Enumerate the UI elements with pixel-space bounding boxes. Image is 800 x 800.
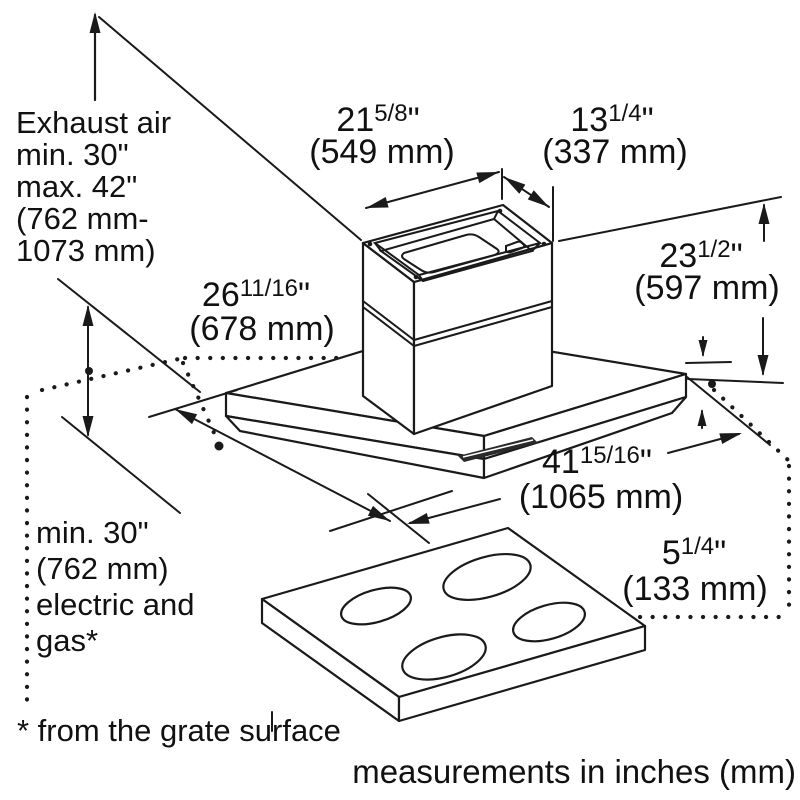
dimension-dot bbox=[85, 367, 93, 375]
dimension-duct-width bbox=[365, 168, 503, 209]
cooktop-right-face bbox=[397, 624, 647, 723]
svg-text:(1065 mm): (1065 mm) bbox=[519, 478, 683, 516]
dimension-hood-height bbox=[558, 196, 784, 429]
exhaust-air-label: Exhaust air min. 30" max. 42" (762 mm- 1… bbox=[16, 105, 171, 268]
dim-duct-depth-label: 131/4" (337 mm) bbox=[542, 100, 687, 171]
dim-hood-height-label: 231/2" (597 mm) bbox=[634, 236, 779, 307]
svg-text:Exhaust air: Exhaust air bbox=[16, 105, 171, 140]
svg-text:(337 mm): (337 mm) bbox=[542, 133, 687, 171]
arrow-icon bbox=[175, 409, 198, 425]
arrow-down-icon bbox=[82, 416, 94, 437]
screw-dot bbox=[541, 241, 547, 247]
dim-canopy-depth-label: 2611/16" (678 mm) bbox=[189, 275, 334, 348]
dimension-dot bbox=[708, 380, 716, 388]
extension-line bbox=[558, 196, 782, 242]
svg-text:4115/16": 4115/16" bbox=[542, 442, 652, 481]
footnote: * from the grate surface bbox=[17, 713, 341, 748]
arrow-icon bbox=[407, 513, 430, 524]
duct-vent-opening bbox=[401, 233, 500, 274]
duct-seam bbox=[413, 300, 553, 341]
arrow-down-icon bbox=[757, 355, 769, 376]
height-ext-top bbox=[57, 278, 201, 393]
dimension-duct-depth bbox=[503, 176, 554, 242]
extension-line bbox=[148, 389, 238, 418]
leader-lines bbox=[57, 16, 362, 514]
svg-text:(549 mm): (549 mm) bbox=[309, 133, 454, 171]
arrow-down-icon bbox=[698, 340, 708, 357]
extension-line bbox=[367, 493, 430, 544]
svg-text:51/4": 51/4" bbox=[662, 533, 726, 572]
svg-text:231/2": 231/2" bbox=[659, 236, 742, 275]
burner bbox=[512, 601, 586, 643]
svg-text:min. 30": min. 30" bbox=[16, 137, 129, 172]
arrow-up-icon bbox=[89, 12, 101, 33]
text-layer: Exhaust air min. 30" max. 42" (762 mm- 1… bbox=[16, 100, 796, 790]
duct-notch bbox=[505, 240, 526, 254]
arrow-icon bbox=[504, 177, 526, 194]
burner bbox=[401, 633, 487, 681]
arrow-icon bbox=[476, 172, 499, 184]
arrow-icon bbox=[366, 197, 389, 208]
cooktop bbox=[260, 526, 647, 732]
duct-seam bbox=[362, 306, 415, 347]
burner bbox=[340, 586, 412, 626]
svg-text:electric and: electric and bbox=[36, 587, 195, 622]
cooktop-top-face bbox=[260, 526, 647, 699]
height-ext-bottom bbox=[61, 416, 181, 514]
duct-seam bbox=[413, 306, 553, 347]
dimension-duct-height-range bbox=[82, 305, 94, 437]
svg-text:max. 42": max. 42" bbox=[16, 169, 137, 204]
dim-canopy-width-label: 4115/16" (1065 mm) bbox=[519, 442, 683, 516]
handle-highlight bbox=[462, 439, 534, 458]
svg-text:(597 mm): (597 mm) bbox=[634, 269, 779, 307]
svg-text:(678 mm): (678 mm) bbox=[189, 310, 334, 348]
dimension-canopy-width bbox=[367, 376, 771, 544]
clearance-label: min. 30" (762 mm) electric and gas* bbox=[36, 515, 195, 658]
svg-text:min. 30": min. 30" bbox=[36, 515, 149, 550]
duct-seam bbox=[362, 300, 415, 341]
arrow-up-icon bbox=[82, 305, 94, 326]
dim-canopy-height-label: 51/4" (133 mm) bbox=[622, 533, 767, 608]
extension-line bbox=[685, 361, 732, 364]
svg-text:215/8": 215/8" bbox=[336, 100, 419, 139]
exhaust-leader-line bbox=[98, 16, 362, 241]
canopy-bevel-right bbox=[482, 395, 688, 480]
screw-dot bbox=[497, 208, 503, 214]
chimney-duct bbox=[361, 203, 554, 436]
svg-text:(762 mm-: (762 mm- bbox=[16, 201, 149, 236]
arrow-icon bbox=[719, 433, 742, 444]
svg-text:2611/16": 2611/16" bbox=[202, 275, 310, 314]
dimension-canopy-depth bbox=[148, 389, 453, 532]
extension-line bbox=[687, 378, 784, 384]
svg-text:(133 mm): (133 mm) bbox=[622, 570, 767, 608]
units-note: measurements in inches (mm) bbox=[352, 753, 796, 790]
dimension-dot bbox=[214, 441, 224, 451]
arrow-icon bbox=[527, 190, 549, 207]
screw-dot bbox=[367, 241, 373, 247]
svg-text:(762 mm): (762 mm) bbox=[36, 551, 169, 586]
arrow-icon bbox=[367, 505, 390, 521]
svg-text:gas*: gas* bbox=[36, 623, 98, 658]
svg-text:131/4": 131/4" bbox=[570, 100, 653, 139]
dotted-reference-left bbox=[24, 355, 348, 705]
arrow-up-icon bbox=[697, 409, 707, 426]
extension-line bbox=[686, 376, 771, 446]
burner bbox=[442, 553, 532, 601]
dim-duct-width-label: 215/8" (549 mm) bbox=[309, 100, 454, 171]
screw-dot bbox=[413, 274, 419, 280]
svg-text:1073 mm): 1073 mm) bbox=[16, 233, 156, 268]
arrow-up-icon bbox=[758, 203, 770, 224]
extension-line bbox=[329, 490, 453, 532]
exhaust-air-arrow bbox=[89, 12, 101, 102]
dotted-reference-right bbox=[637, 387, 792, 620]
